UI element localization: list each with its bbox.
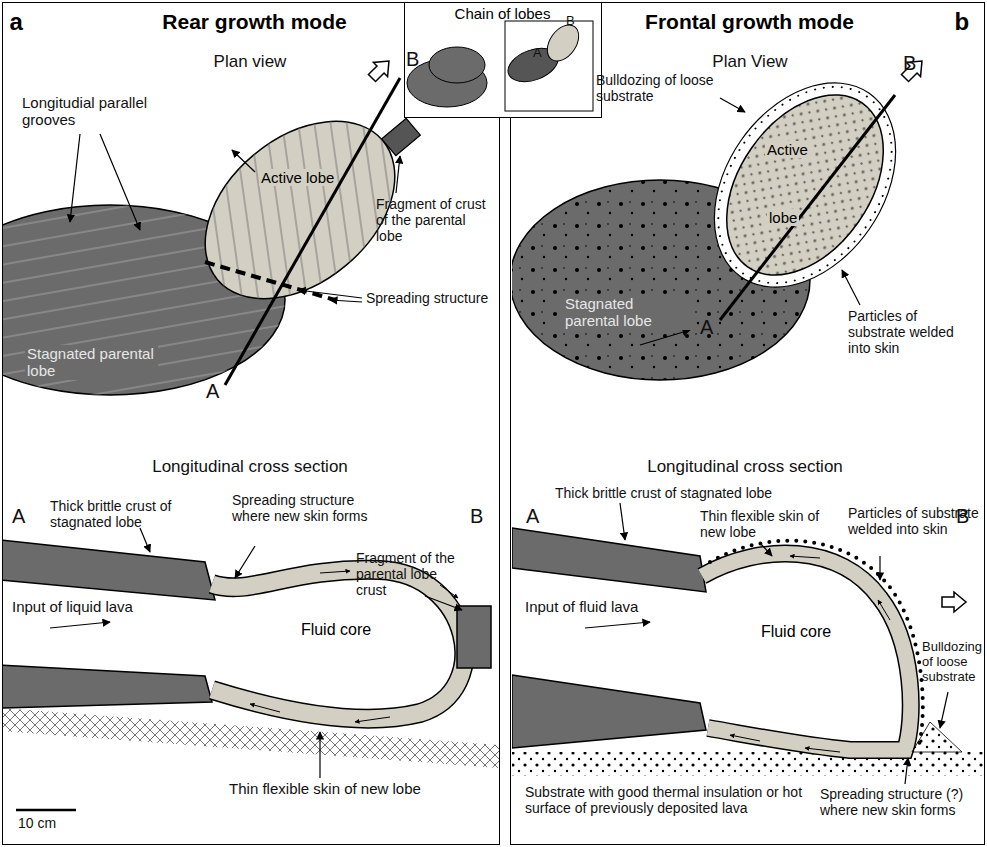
point-label: A xyxy=(12,505,34,528)
annotation: Plan view xyxy=(190,52,310,72)
node-text: Rear growth mode xyxy=(110,10,400,34)
annotation: Longitudial parallel grooves xyxy=(22,94,182,129)
annotation: Input of fluid lava xyxy=(525,598,655,615)
core-label: Fluid core xyxy=(281,619,391,643)
annotation: Fragment of crust of the parental lobe xyxy=(376,196,494,244)
node-text: Stagnated parental lobe xyxy=(563,295,691,330)
panel: a Rear growth modeActive lobeStagnated pa… xyxy=(2,2,500,845)
point-label: A xyxy=(700,316,722,339)
point-label: B xyxy=(566,14,584,29)
annotation: Longitudinal cross section xyxy=(605,457,885,477)
annotation: Plan View xyxy=(680,52,820,72)
lobe-label: Active lobe xyxy=(761,139,841,239)
lobe-label: Stagnated parental lobe xyxy=(23,343,158,387)
lobe-label: Active lobe xyxy=(256,166,346,190)
annotation: Input of liquid lava xyxy=(12,598,162,615)
annotation: Fragment of the parental lobe crust xyxy=(356,550,468,598)
node-text: lobe xyxy=(767,209,799,226)
node-text: Active xyxy=(765,141,810,158)
node-text: Active lobe xyxy=(259,169,336,186)
annotation: Longitudinal cross section xyxy=(110,457,390,477)
lobe-label: Stagnated parental lobe xyxy=(561,293,691,337)
point-label: A xyxy=(526,505,548,528)
annotation: Substrate with good thermal insulation o… xyxy=(525,784,825,816)
annotation: Spreading structure where new skin forms xyxy=(232,492,382,524)
annotation: Particles of substrate welded into skin xyxy=(848,308,978,356)
annotation: Thin flexible skin of new lobe xyxy=(200,780,450,797)
panel: b Frontal growth modeActive lobeStagnated … xyxy=(510,2,985,845)
annotation: Thin flexible skin of new lobe xyxy=(700,508,840,540)
annotation: Thick brittle crust of stagnated lobe xyxy=(50,498,220,530)
node-text: a xyxy=(10,8,40,36)
annotation: Bulldozing of loose substrate xyxy=(922,640,984,685)
annotation: 10 cm xyxy=(18,815,88,831)
annotation: Spreading structure xyxy=(366,290,496,306)
point-label: B xyxy=(903,52,925,75)
point-label: A xyxy=(533,46,551,61)
annotation: Bulldozing of loose substrate xyxy=(596,72,721,104)
annotation: Spreading structure (?) where new skin f… xyxy=(820,786,980,818)
node-text: Fluid core xyxy=(283,621,389,639)
node-text: b xyxy=(955,8,981,36)
core-label: Fluid core xyxy=(741,621,851,645)
point-label: B xyxy=(470,505,492,528)
node-text: Frontal growth mode xyxy=(605,10,895,34)
annotation: Particles of substrate welded into skin xyxy=(848,505,980,537)
annotation: Thick brittle crust of stagnated lobe xyxy=(555,485,855,501)
point-label: B xyxy=(406,48,428,71)
node-text: Fluid core xyxy=(743,623,849,641)
point-label: A xyxy=(206,380,228,403)
node-text: Stagnated parental lobe xyxy=(25,345,158,380)
